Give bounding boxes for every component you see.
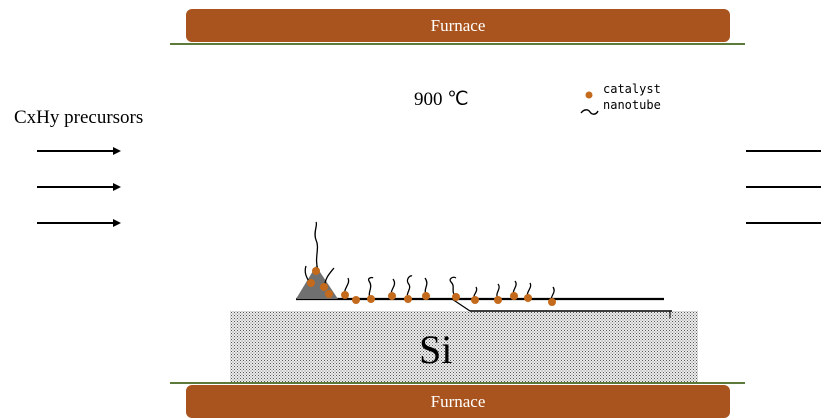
catalyst-particle [325,290,333,298]
catalyst-particle [388,292,396,300]
catalyst-particle [494,296,502,304]
nanotube-strand [367,276,374,300]
nanotube-layer [304,221,555,303]
inflow-arrows [37,147,121,227]
inflow-arrow-head [113,219,121,227]
substrate-label: Si [419,327,453,372]
si-substrate [230,311,698,382]
outflow-lines [746,150,821,224]
furnace-top-edge-line [170,43,745,45]
catalyst-particle [471,296,479,304]
nanotube-legend-icon [580,109,599,115]
nanotube-strand [406,275,413,300]
legend-catalyst-label: catalyst [603,82,661,96]
catalyst-legend-icon [585,91,593,99]
catalyst-particle [510,292,518,300]
furnace-bottom: Furnace [186,385,730,418]
catalyst-particle [548,298,556,306]
catalyst-layer [307,267,556,306]
catalyst-particle [352,296,360,304]
catalyst-particle [320,283,328,291]
catalyst-particle [422,292,430,300]
precursor-label: CxHy precursors [14,107,144,128]
furnace-bottom-label: Furnace [430,392,486,411]
catalyst-particle [341,291,349,299]
inflow-arrow-head [113,147,121,155]
inflow-arrow-head [113,183,121,191]
furnace-bottom-edge-line [170,382,745,384]
nanotube-strand [314,221,319,271]
film-connector [451,298,471,312]
temperature-label: 900 ℃ [414,89,469,110]
nanotube-strand [449,276,457,298]
catalyst-particle [452,293,460,301]
catalyst-particle [524,294,532,302]
furnace-top-label: Furnace [430,16,486,35]
furnace-top: Furnace [186,9,730,42]
legend-nanotube-label: nanotube [603,98,661,112]
catalyst-particle [312,267,320,275]
catalyst-particle [307,279,315,287]
catalyst-particle [404,295,412,303]
catalyst-particle [367,295,375,303]
